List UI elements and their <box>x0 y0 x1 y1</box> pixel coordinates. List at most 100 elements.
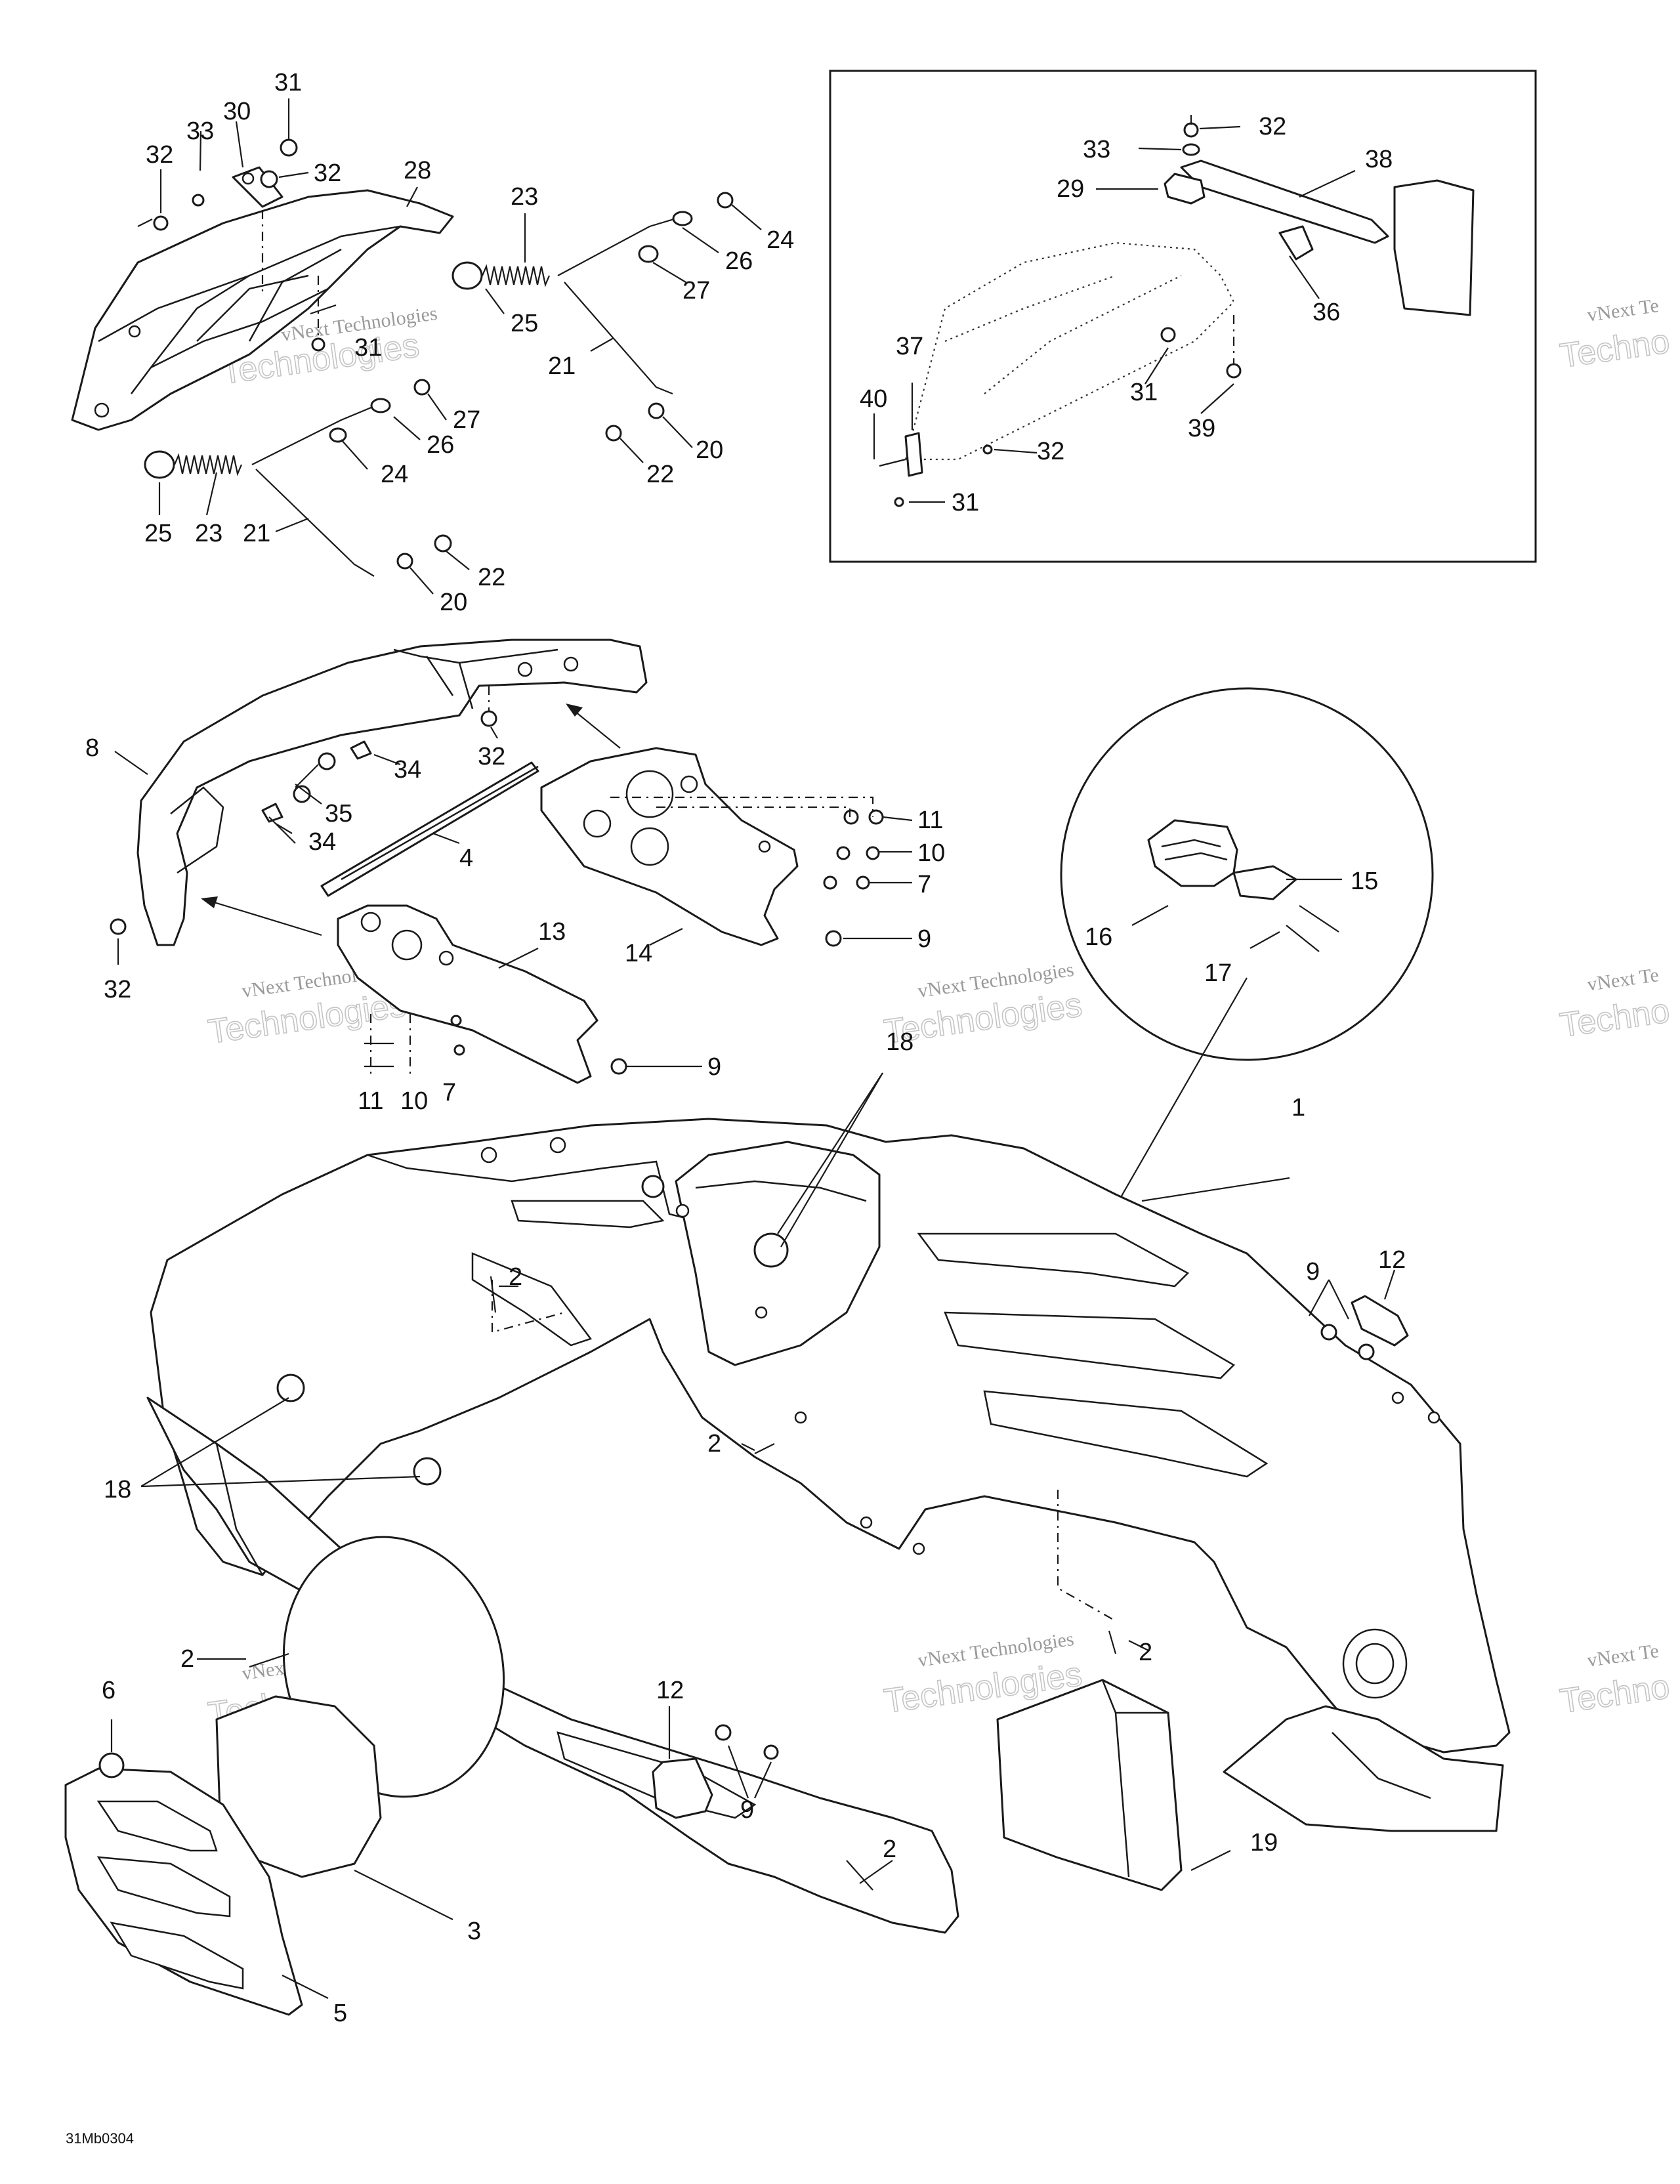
callout-labels: 31 32 33 30 32 28 31 23 25 21 24 26 27 2… <box>85 69 1406 2027</box>
callout-label: 18 <box>104 1476 131 1503</box>
detail-circle <box>1060 687 1434 1287</box>
callout-label: 2 <box>1139 1639 1152 1666</box>
callout-label: 10 <box>400 1087 428 1115</box>
callout-label: 33 <box>186 117 214 145</box>
callout-label: 26 <box>725 247 753 275</box>
callout-label: 9 <box>740 1796 754 1824</box>
callout-label: 37 <box>896 333 923 360</box>
callout-label: 33 <box>1083 136 1110 163</box>
watermark-text: vNext Te <box>1586 295 1660 326</box>
callout-label: 23 <box>195 520 222 547</box>
callout-label: 34 <box>394 756 421 784</box>
inset-part-29 <box>1164 173 1206 205</box>
watermark-text: Technologies <box>206 986 409 1051</box>
bracket-12-lower <box>652 1724 779 1819</box>
callout-label: 32 <box>1037 438 1064 465</box>
callout-label: 12 <box>656 1677 684 1704</box>
callout-label: 15 <box>1351 868 1378 895</box>
callout-label: 11 <box>917 807 943 834</box>
rivets-2 <box>249 1276 1117 1891</box>
callout-label: 7 <box>917 871 931 898</box>
callout-label: 19 <box>1250 1829 1278 1857</box>
callout-label: 2 <box>509 1263 522 1291</box>
callout-label: 14 <box>625 940 652 967</box>
callout-label: 12 <box>1378 1246 1406 1274</box>
spring-cable-assembly-upper <box>452 192 734 442</box>
inset-clip-36 <box>1278 225 1314 261</box>
inset-mudflap <box>1393 179 1475 316</box>
spring-23 <box>173 453 243 476</box>
detail-plate-15 <box>1232 865 1297 900</box>
callout-label: 4 <box>459 845 473 872</box>
callout-label: 26 <box>427 431 454 459</box>
rear-flap <box>1223 1705 1504 1832</box>
callout-label: 10 <box>917 839 945 867</box>
ring-25 <box>144 450 175 479</box>
callout-label: 16 <box>1085 923 1112 951</box>
callout-label: 25 <box>144 520 172 547</box>
callout-label: 25 <box>511 310 538 337</box>
callout-label: 5 <box>333 2000 347 2027</box>
rear-bumper-assembly <box>110 639 884 1084</box>
inset-callouts: 32 33 29 38 36 37 40 31 39 32 31 <box>860 113 1393 516</box>
callout-label: 24 <box>381 461 408 488</box>
callout-label: 23 <box>511 183 538 211</box>
callout-label: 32 <box>1259 113 1286 140</box>
callout-label: 39 <box>1188 415 1215 442</box>
watermark-text: Techno <box>1558 992 1672 1045</box>
callout-label: 9 <box>1306 1258 1320 1286</box>
bolt-22 <box>605 425 622 442</box>
callout-label: 40 <box>860 385 887 413</box>
callout-label: 31 <box>952 489 979 516</box>
callout-label: 31 <box>274 69 302 96</box>
callout-label: 38 <box>1365 146 1393 173</box>
callout-label: 9 <box>917 925 931 953</box>
watermark-text: vNext Te <box>1586 964 1660 996</box>
callout-label: 30 <box>223 98 251 125</box>
callout-label: 22 <box>478 564 505 591</box>
figure-code: 31Mb0304 <box>66 2130 134 2147</box>
inset-bracket-37 <box>904 432 923 477</box>
callout-label: 2 <box>707 1430 721 1458</box>
callout-label: 27 <box>682 277 710 304</box>
rear-bracket-part-28 <box>71 189 454 431</box>
watermark-text: Techno <box>1558 1668 1672 1721</box>
watermark-text: Techno <box>1558 322 1672 375</box>
washer-20 <box>648 402 665 419</box>
assembly-arrows <box>201 704 621 936</box>
callout-label: 24 <box>766 226 794 254</box>
bolt-34 <box>261 803 284 823</box>
spring-cable-assembly-lower <box>144 379 452 577</box>
grommet-18 <box>413 1457 442 1486</box>
callout-label: 31 <box>1130 379 1158 406</box>
callout-label: 18 <box>886 1028 914 1056</box>
cap-27 <box>638 245 659 263</box>
callout-label: 9 <box>707 1053 721 1081</box>
callout-label: 1 <box>1292 1094 1305 1122</box>
callout-label: 32 <box>104 976 131 1003</box>
callout-label: 29 <box>1057 175 1084 203</box>
callout-label: 20 <box>440 589 467 616</box>
bolt-22 <box>434 534 452 553</box>
callout-label: 3 <box>467 1918 481 1945</box>
washer-20 <box>396 553 413 570</box>
washer-24 <box>717 192 734 209</box>
callout-label: 32 <box>478 743 505 770</box>
bolt-34 <box>350 740 372 760</box>
grommet-18 <box>641 1175 665 1198</box>
inset-box <box>829 70 1537 563</box>
callout-label: 22 <box>646 461 674 488</box>
callout-label: 20 <box>696 436 723 464</box>
callout-label: 32 <box>146 141 173 169</box>
leader-lines <box>110 98 1396 1999</box>
spring-23 <box>481 264 551 287</box>
callout-label: 6 <box>102 1677 116 1704</box>
callout-label: 35 <box>325 800 352 828</box>
callout-label: 28 <box>404 157 431 184</box>
ring-25 <box>452 261 483 290</box>
callout-label: 2 <box>180 1645 194 1673</box>
callout-label: 31 <box>354 334 382 362</box>
grommet-18 <box>753 1232 789 1268</box>
foam-block-19 <box>996 1679 1183 1891</box>
